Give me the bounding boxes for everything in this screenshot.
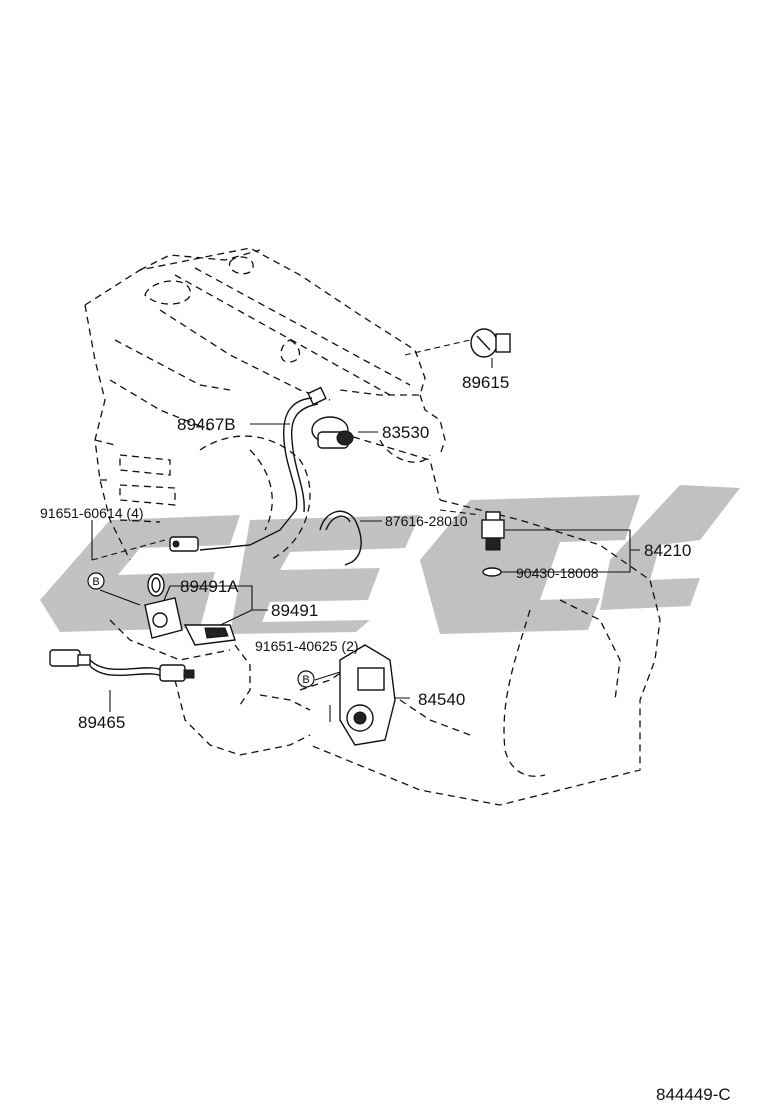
label-91651-40625: 91651-40625 (2)	[255, 638, 359, 654]
leader-lines	[91, 339, 640, 722]
marker-b-left: B	[87, 572, 105, 590]
label-84540: 84540	[418, 690, 465, 709]
engine-outline	[84, 247, 661, 806]
part-89615-sensor	[470, 328, 511, 358]
label-83530: 83530	[382, 423, 429, 442]
label-84210: 84210	[644, 541, 691, 560]
label-89467b: 89467B	[177, 415, 236, 434]
part-89491-bracket	[144, 597, 236, 646]
label-90430-18008: 90430-18008	[516, 565, 599, 581]
label-89491a: 89491A	[180, 577, 239, 596]
label-89491: 89491	[271, 601, 318, 620]
part-84210-sensor	[481, 511, 505, 551]
label-91651-60614: 91651-60614 (4)	[40, 505, 144, 521]
part-83530-switch	[311, 416, 354, 449]
part-89467b-sensor	[169, 386, 327, 552]
label-89615: 89615	[462, 373, 509, 392]
part-84540-switch	[339, 644, 396, 746]
part-89465-sensor	[49, 649, 195, 682]
part-90430-gasket	[482, 567, 502, 577]
svg-text:B: B	[92, 576, 99, 588]
marker-b-right: B	[297, 670, 315, 688]
reference-code: 844449-C	[656, 1085, 731, 1104]
svg-text:B: B	[302, 674, 309, 686]
part-87616-clamp	[319, 510, 362, 566]
label-89465: 89465	[78, 713, 125, 732]
part-89491a-washer	[147, 573, 165, 597]
label-87616-28010: 87616-28010	[385, 513, 468, 529]
watermark	[40, 485, 740, 634]
